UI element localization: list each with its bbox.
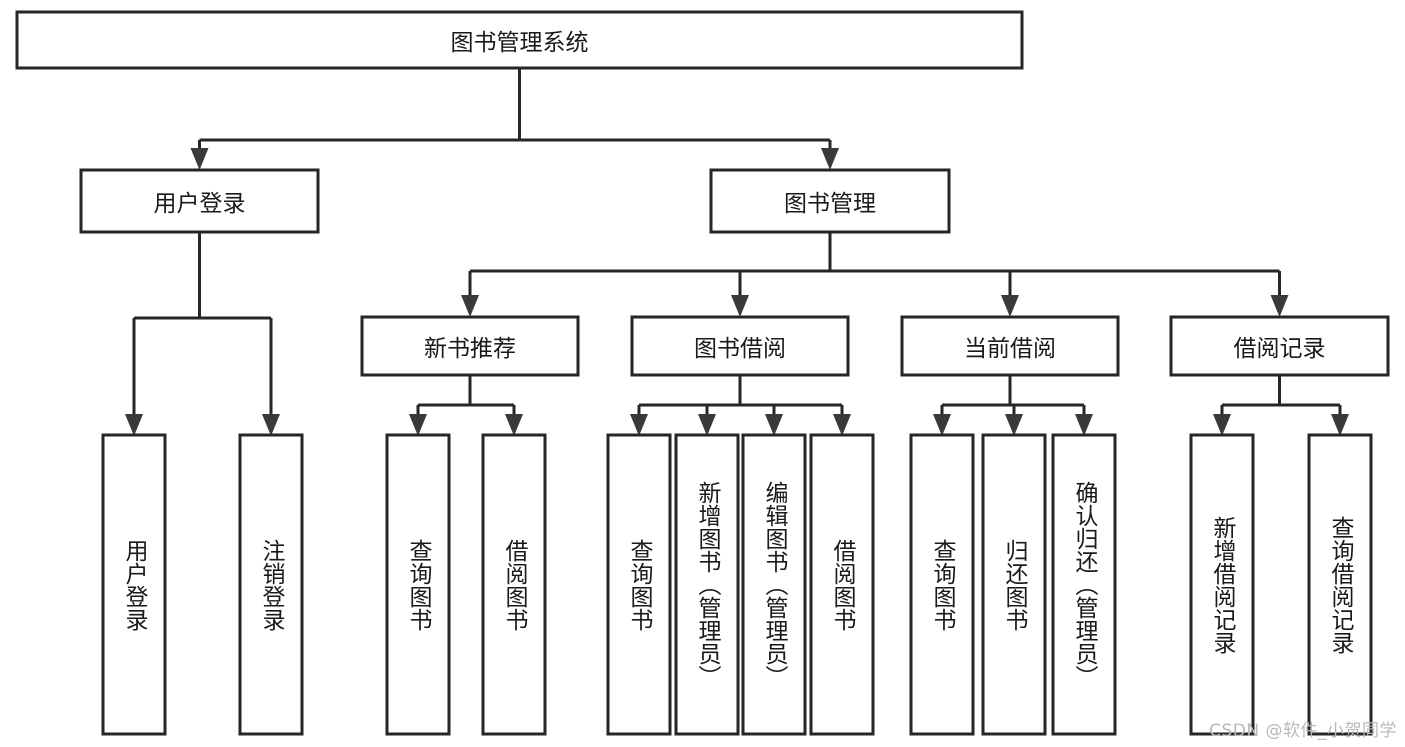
- node-user-login[interactable]: [79, 168, 320, 234]
- node-leaf-query-book-2[interactable]: [606, 433, 672, 736]
- node-borrow-record[interactable]: [1169, 315, 1390, 377]
- arrow-head-icon: [1331, 414, 1349, 436]
- node-leaf-borrow-book-2[interactable]: [809, 433, 875, 736]
- arrow-head-icon: [1001, 295, 1019, 317]
- arrow-head-icon: [1075, 414, 1093, 436]
- node-book-borrow[interactable]: [630, 315, 850, 377]
- node-leaf-query-book-3[interactable]: [909, 433, 975, 736]
- arrow-head-icon: [698, 414, 716, 436]
- arrow-head-icon: [731, 295, 749, 317]
- arrow-head-icon: [765, 414, 783, 436]
- arrow-head-icon: [1270, 295, 1289, 317]
- node-leaf-return-book[interactable]: [981, 433, 1047, 736]
- node-leaf-edit-book[interactable]: [741, 433, 807, 736]
- arrow-head-icon: [190, 148, 209, 170]
- node-boxes-layer: [15, 10, 1390, 736]
- arrow-head-icon: [1213, 414, 1231, 436]
- node-root[interactable]: [15, 10, 1024, 70]
- node-leaf-borrow-book-1[interactable]: [481, 433, 547, 736]
- arrow-head-icon: [505, 414, 523, 436]
- node-new-book-recommend[interactable]: [360, 315, 580, 377]
- node-leaf-logout[interactable]: [238, 433, 304, 736]
- arrow-head-icon: [409, 414, 427, 436]
- node-leaf-confirm-return[interactable]: [1051, 433, 1117, 736]
- node-leaf-user-login[interactable]: [101, 433, 167, 736]
- arrow-head-icon: [833, 414, 851, 436]
- node-current-borrow[interactable]: [900, 315, 1120, 377]
- arrow-head-icon: [1005, 414, 1023, 436]
- arrow-head-icon: [262, 414, 280, 436]
- arrow-head-icon: [630, 414, 648, 436]
- csdn-watermark: CSDN @软件_小贺同学: [1209, 721, 1397, 741]
- arrow-head-icon: [933, 414, 951, 436]
- arrow-head-icon: [821, 148, 839, 170]
- node-book-manage[interactable]: [709, 168, 951, 234]
- connector-lines-layer: [125, 68, 1349, 436]
- node-leaf-query-book-1[interactable]: [385, 433, 451, 736]
- node-leaf-query-record[interactable]: [1307, 433, 1373, 736]
- node-leaf-add-record[interactable]: [1189, 433, 1255, 736]
- node-leaf-add-book[interactable]: [674, 433, 740, 736]
- arrow-head-icon: [125, 414, 143, 436]
- arrow-head-icon: [461, 295, 479, 317]
